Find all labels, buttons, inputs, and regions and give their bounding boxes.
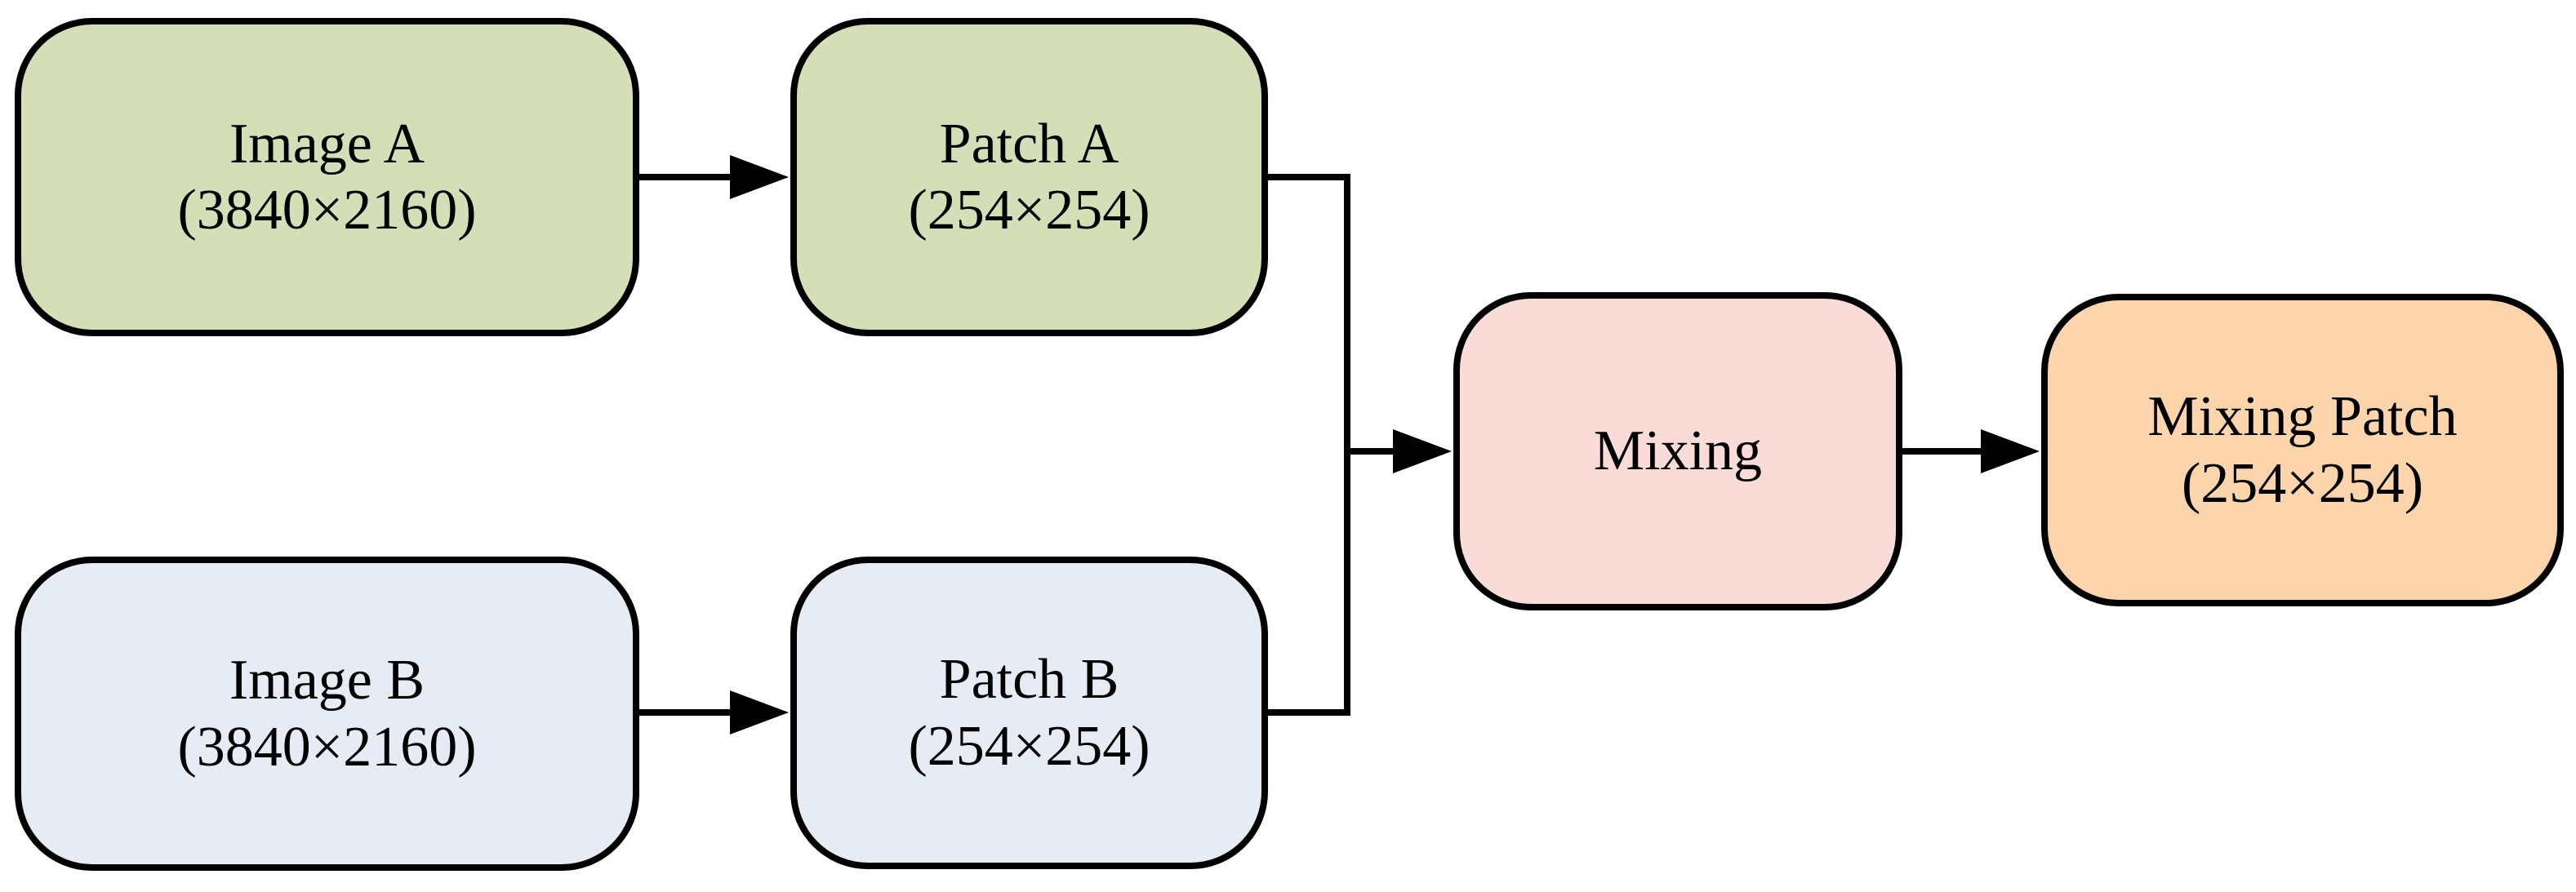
node-dimensions: (254×254) bbox=[908, 179, 1150, 242]
arrowhead-mixing-patch bbox=[1981, 429, 2040, 473]
node-dimensions: (254×254) bbox=[908, 714, 1150, 778]
arrowhead-mixing bbox=[1393, 429, 1452, 473]
node-dimensions: (254×254) bbox=[2181, 451, 2424, 515]
node-label: Patch A bbox=[939, 112, 1119, 175]
node-label: Mixing Patch bbox=[2147, 385, 2458, 449]
node-label: Mixing bbox=[1593, 419, 1763, 483]
arrowhead-patch-a bbox=[730, 155, 789, 199]
node-image-b: Image B (3840×2160) bbox=[15, 557, 639, 871]
node-patch-b: Patch B (254×254) bbox=[790, 557, 1268, 869]
node-label: Patch B bbox=[939, 648, 1119, 712]
node-mixing-patch: Mixing Patch (254×254) bbox=[2041, 294, 2564, 606]
node-label: Image A bbox=[229, 112, 425, 175]
edge-patches-merge bbox=[1268, 174, 1350, 716]
node-dimensions: (3840×2160) bbox=[177, 715, 477, 779]
node-patch-a: Patch A (254×254) bbox=[790, 18, 1268, 336]
node-dimensions: (3840×2160) bbox=[177, 179, 477, 242]
node-mixing: Mixing bbox=[1453, 292, 1902, 610]
node-label: Image B bbox=[229, 649, 425, 712]
node-image-a: Image A (3840×2160) bbox=[15, 18, 639, 336]
arrowhead-patch-b bbox=[730, 690, 789, 734]
